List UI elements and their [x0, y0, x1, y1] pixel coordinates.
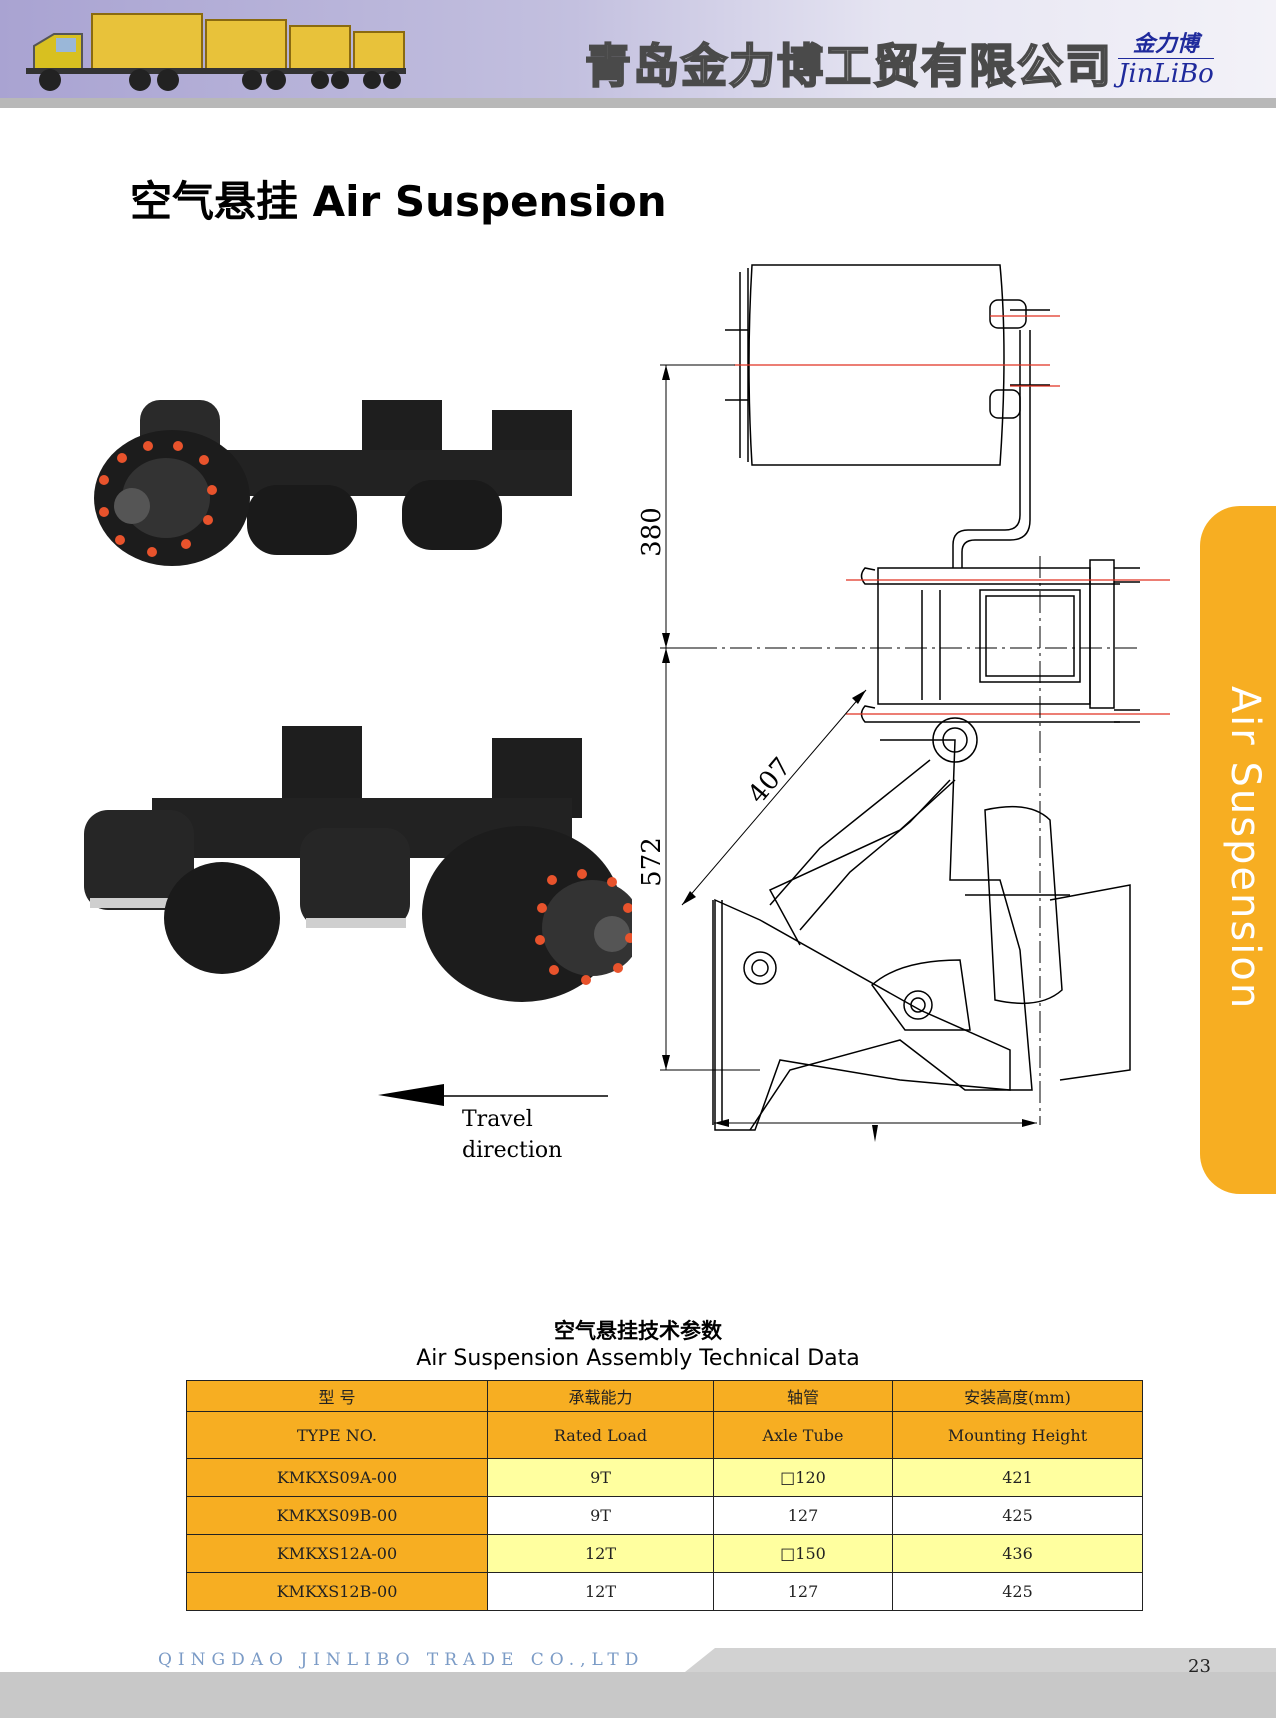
cell-type: KMKXS09A-00 [186, 1458, 488, 1497]
dimension-572: 572 [640, 837, 667, 887]
cell-height: 425 [892, 1572, 1143, 1611]
logo-en: JinLiBo [1118, 59, 1214, 89]
cell-load: 9T [487, 1496, 714, 1535]
table-row: KMKXS09B-00 9T 127 425 [186, 1496, 1143, 1535]
side-tab-label: Air Suspension [1222, 685, 1268, 1011]
table-header-row-en: TYPE NO. Rated Load Axle Tube Mounting H… [186, 1411, 1143, 1459]
side-tab [1200, 506, 1276, 1194]
dimension-407: 407 [742, 752, 797, 809]
header-height-en: Mounting Height [892, 1411, 1143, 1459]
table-title-cn: 空气悬挂技术参数 [554, 1319, 722, 1343]
cell-tube: 127 [713, 1572, 893, 1611]
header-load-en: Rated Load [487, 1411, 714, 1459]
cell-load: 12T [487, 1534, 714, 1573]
suspension-photo-top [94, 400, 572, 566]
header-divider [0, 98, 1276, 108]
cell-load: 12T [487, 1572, 714, 1611]
footer-company-name: QINGDAO JINLIBO TRADE CO.,LTD [158, 1650, 645, 1670]
table-row: KMKXS12B-00 12T 127 425 [186, 1572, 1143, 1611]
suspension-photo-bottom [84, 726, 632, 1002]
company-name-cn: 青岛金力博工贸有限公司 [584, 38, 1113, 94]
table-row: KMKXS12A-00 12T □150 436 [186, 1534, 1143, 1573]
footer-bar [0, 1672, 1276, 1718]
header-tube-en: Axle Tube [713, 1411, 893, 1459]
header-load-cn: 承载能力 [487, 1380, 714, 1412]
table-row: KMKXS09A-00 9T □120 421 [186, 1458, 1143, 1497]
cell-tube: □120 [713, 1458, 893, 1497]
cell-type: KMKXS09B-00 [186, 1496, 488, 1535]
cell-tube: □150 [713, 1534, 893, 1573]
cell-height: 421 [892, 1458, 1143, 1497]
truck-illustration [26, 13, 406, 91]
footer-accent [685, 1648, 1276, 1672]
table-header-row-cn: 型 号 承载能力 轴管 安装高度(mm) [186, 1380, 1143, 1412]
header-type-en: TYPE NO. [186, 1411, 488, 1459]
cell-height: 425 [892, 1496, 1143, 1535]
dimension-380: 380 [640, 507, 667, 557]
table-title-en: Air Suspension Assembly Technical Data [416, 1346, 860, 1371]
technical-data-table: 型 号 承载能力 轴管 安装高度(mm) TYPE NO. Rated Load… [186, 1380, 1143, 1611]
cell-tube: 127 [713, 1496, 893, 1535]
header-type-cn: 型 号 [186, 1380, 488, 1412]
page-number: 23 [1188, 1656, 1211, 1677]
travel-direction-arrow [378, 1084, 608, 1106]
page-title: 空气悬挂 Air Suspension [130, 177, 667, 226]
cell-height: 436 [892, 1534, 1143, 1573]
header-height-cn: 安装高度(mm) [892, 1380, 1143, 1412]
cell-type: KMKXS12B-00 [186, 1572, 488, 1611]
technical-drawing: 380 572 407 [640, 264, 1170, 1142]
cell-load: 9T [487, 1458, 714, 1497]
company-logo: 金力博 JinLiBo [1118, 26, 1214, 89]
logo-cn: 金力博 [1118, 26, 1214, 59]
header-tube-cn: 轴管 [713, 1380, 893, 1412]
travel-direction-label: Travel direction [462, 1107, 563, 1163]
cell-type: KMKXS12A-00 [186, 1534, 488, 1573]
page-header: 青岛金力博工贸有限公司 金力博 JinLiBo [0, 0, 1276, 98]
